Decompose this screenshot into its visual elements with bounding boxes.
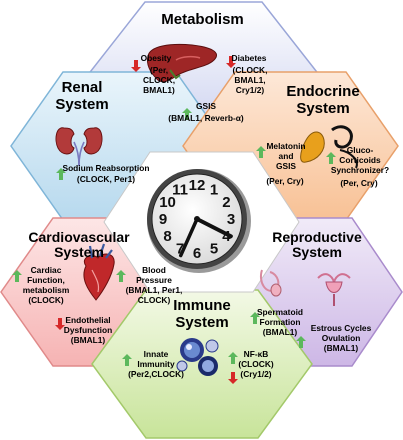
heart-icon bbox=[83, 243, 115, 301]
diabetes-label: Diabetes bbox=[231, 53, 267, 63]
reproductive-title: Reproductive System bbox=[272, 229, 362, 261]
obesity-label: Obesity bbox=[140, 53, 172, 63]
clock-numeral: 1 bbox=[210, 182, 218, 199]
diabetes-genes: (CLOCK, BMAL1, Cry1/2) bbox=[232, 65, 268, 95]
endothelial-label: Endothelial Dysfunction (BMAL1) bbox=[63, 315, 113, 345]
clock-numeral: 12 bbox=[189, 177, 206, 194]
innate-up-arrow bbox=[122, 354, 132, 366]
glucocorticoids-label: Gluco- Corticoids Synchronizer? bbox=[330, 145, 390, 175]
clock-numeral: 11 bbox=[172, 182, 188, 199]
clock-numeral: 2 bbox=[222, 194, 230, 211]
nfkb-label: NF-κB (CLOCK) (Cry1/2) bbox=[238, 349, 274, 379]
cardiac-up-arrow bbox=[12, 270, 22, 282]
kidneys-icon bbox=[55, 127, 103, 167]
gland-icon bbox=[300, 125, 358, 169]
spermatoid-up-arrow bbox=[250, 312, 260, 324]
sodium-genes: (CLOCK, Per1) bbox=[76, 174, 136, 184]
reproductive-organs-icon bbox=[260, 269, 351, 306]
clock-numeral: 8 bbox=[163, 228, 171, 245]
clock-minute-hand bbox=[178, 217, 199, 258]
melatonin-label: Melatonin and GSIS bbox=[266, 141, 306, 171]
innate-immunity-label: Innate Immunity (Per2,CLOCK) bbox=[128, 349, 184, 379]
gsis-label: GSIS bbox=[195, 101, 216, 111]
clock-numeral: 5 bbox=[210, 240, 218, 257]
clock-numeral: 10 bbox=[159, 194, 176, 211]
nfkb-up-arrow bbox=[228, 352, 238, 364]
glucocorticoids-up-arrow bbox=[326, 152, 336, 164]
immune-title: Immune System bbox=[173, 297, 231, 331]
glucocorticoids-genes: (Per, Cry) bbox=[340, 178, 378, 188]
melatonin-genes: (Per, Cry) bbox=[266, 176, 304, 186]
clock-numeral: 3 bbox=[227, 211, 235, 228]
endothelial-down-arrow bbox=[55, 318, 65, 330]
estrous-label: Estrous Cycles Ovulation (BMAL1) bbox=[310, 323, 372, 353]
immune-cells-icon bbox=[176, 338, 219, 376]
clock-numeral: 9 bbox=[159, 211, 167, 228]
metabolism-title: Metabolism bbox=[161, 11, 244, 28]
sodium-label: Sodium Reabsorption bbox=[62, 163, 150, 173]
obesity-down-arrow bbox=[131, 60, 141, 72]
renal-title: Renal System bbox=[55, 79, 109, 113]
nfkb-down-arrow bbox=[228, 372, 238, 384]
clock-numeral: 6 bbox=[193, 245, 201, 262]
blood-pressure-label: Blood Pressure (BMAL1, Per1, CLOCK) bbox=[125, 265, 183, 305]
cardiac-function-label: Cardiac Function, metabolism (CLOCK) bbox=[22, 265, 70, 305]
gsis-genes: (BMAL1, Reverb-α) bbox=[168, 113, 244, 123]
obesity-genes: (Per, CLOCK, BMAL1) bbox=[142, 65, 176, 95]
blood-pressure-up-arrow bbox=[116, 270, 126, 282]
diabetes-down-arrow bbox=[226, 56, 236, 68]
endocrine-title: Endocrine System bbox=[286, 83, 360, 117]
clock-hour-hand bbox=[195, 217, 233, 239]
clock-numeral: 7 bbox=[176, 240, 184, 257]
spermatoid-label: Spermatoid Formation (BMAL1) bbox=[256, 307, 304, 337]
clock-numeral: 4 bbox=[222, 228, 231, 245]
gsis-up-arrow bbox=[182, 108, 192, 120]
sodium-up-arrow bbox=[56, 168, 66, 180]
melatonin-up-arrow bbox=[256, 146, 266, 158]
liver-icon bbox=[147, 43, 217, 83]
estrous-up-arrow bbox=[296, 336, 306, 348]
cardiovascular-title: Cardiovascular System bbox=[28, 229, 130, 261]
